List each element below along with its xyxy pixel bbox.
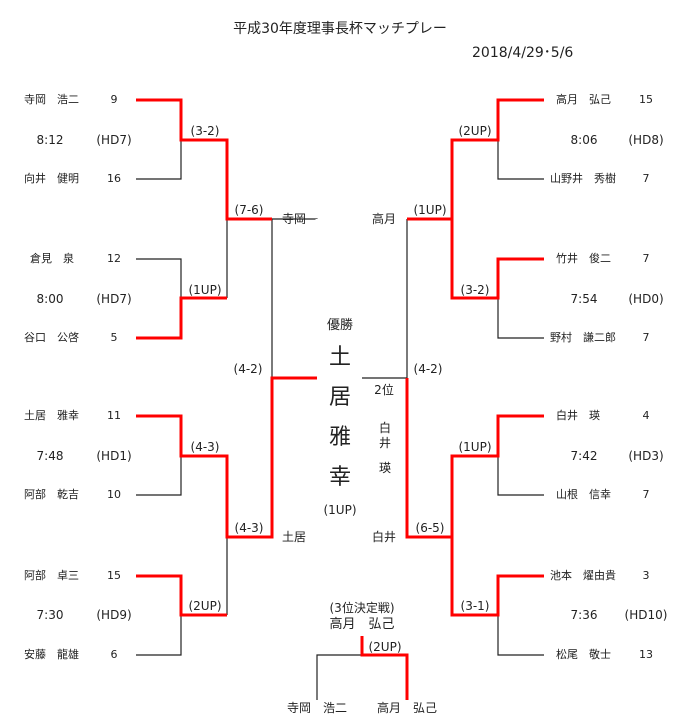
semi-winner: 高月 — [372, 212, 397, 226]
match-result: (3-1) — [460, 599, 490, 613]
final-result-right: (4-2) — [413, 362, 443, 376]
match-hd: (HD7) — [96, 133, 132, 147]
player-name: 池本 燿由貴 — [550, 569, 616, 582]
semi-winner: 寺岡 — [282, 212, 307, 226]
handicap: 5 — [110, 331, 118, 344]
bracket-title: 平成30年度理事長杯マッチプレー — [233, 21, 447, 37]
third-place-player: 高月 弘己 — [376, 701, 438, 715]
handicap: 3 — [642, 569, 650, 582]
match-result: (1UP) — [458, 440, 492, 454]
player-name: 谷口 公啓 — [24, 331, 79, 344]
match-hd: (HD0) — [628, 292, 664, 306]
match-result: (2UP) — [188, 599, 222, 613]
handicap: 13 — [639, 648, 653, 661]
champion-char: 雅 — [328, 425, 352, 450]
handicap: 9 — [110, 93, 118, 106]
winner-lines — [136, 98, 544, 700]
semi-result: (4-3) — [234, 521, 264, 535]
third-place-player: 寺岡 浩二 — [286, 701, 348, 715]
champion-char: 居 — [328, 385, 352, 410]
third-place-winner: 高月 弘己 — [329, 617, 395, 632]
handicap: 15 — [639, 93, 653, 106]
tee-time: 7:30 — [36, 608, 64, 622]
handicap: 10 — [107, 488, 121, 501]
handicap: 6 — [110, 648, 118, 661]
match-result: (2UP) — [458, 124, 492, 138]
third-place-result: (2UP) — [368, 640, 402, 654]
match-hd: (HD3) — [628, 449, 664, 463]
handicap: 7 — [642, 488, 650, 501]
player-name: 竹井 俊二 — [556, 252, 611, 265]
player-name: 野村 謙二郎 — [550, 331, 616, 344]
tee-time: 7:54 — [570, 292, 598, 306]
semi-result: (6-5) — [415, 521, 445, 535]
semi-result: (1UP) — [413, 203, 447, 217]
runner-up-char: 白 — [378, 421, 392, 435]
handicap: 16 — [107, 172, 121, 185]
match-hd: (HD9) — [96, 608, 132, 622]
tee-time: 8:06 — [570, 133, 598, 147]
tee-time: 7:36 — [570, 608, 598, 622]
match-hd: (HD1) — [96, 449, 132, 463]
runner-up-char: 瑛 — [378, 461, 392, 475]
match-hd: (HD8) — [628, 133, 664, 147]
handicap: 15 — [107, 569, 121, 582]
player-name: 高月 弘己 — [556, 93, 611, 106]
handicap: 7 — [642, 331, 650, 344]
player-name: 阿部 乾吉 — [24, 488, 79, 501]
champion-score: (1UP) — [323, 503, 357, 517]
player-name: 阿部 卓三 — [24, 569, 79, 582]
match-result: (4-3) — [190, 440, 220, 454]
match-hd: (HD10) — [624, 608, 668, 622]
handicap: 12 — [107, 252, 121, 265]
match-hd: (HD7) — [96, 292, 132, 306]
player-name: 寺岡 浩二 — [24, 93, 79, 106]
tee-time: 8:12 — [36, 133, 64, 147]
semi-winner: 土居 — [282, 530, 307, 544]
champion-char: 土 — [328, 345, 352, 370]
runner-up-label: 2位 — [374, 383, 394, 397]
champion-char: 幸 — [328, 465, 352, 490]
player-name: 土居 雅幸 — [24, 409, 79, 422]
third-place-label: (3位決定戦) — [329, 601, 395, 615]
tee-time: 7:48 — [36, 449, 64, 463]
match-result: (1UP) — [188, 283, 222, 297]
runner-up-char: 井 — [378, 436, 392, 450]
player-name: 白井 瑛 — [556, 409, 600, 422]
tournament-dates: 2018/4/29･5/6 — [472, 45, 574, 61]
player-name: 山根 信幸 — [556, 488, 611, 501]
tee-time: 8:00 — [36, 292, 64, 306]
handicap: 11 — [107, 409, 121, 422]
semi-result: (7-6) — [234, 203, 264, 217]
handicap: 7 — [642, 252, 650, 265]
match-result: (3-2) — [460, 283, 490, 297]
tee-time: 7:42 — [570, 449, 598, 463]
player-name: 山野井 秀樹 — [550, 172, 616, 185]
player-name: 倉見 泉 — [30, 252, 74, 265]
player-name: 安藤 龍雄 — [24, 648, 79, 661]
player-name: 向井 健明 — [24, 172, 79, 185]
handicap: 7 — [642, 172, 650, 185]
semi-winner: 白井 — [372, 530, 397, 544]
player-name: 松尾 敬士 — [556, 648, 611, 661]
champion-label: 優勝 — [326, 318, 354, 333]
match-result: (3-2) — [190, 124, 220, 138]
final-result-left: (4-2) — [233, 362, 263, 376]
handicap: 4 — [642, 409, 650, 422]
